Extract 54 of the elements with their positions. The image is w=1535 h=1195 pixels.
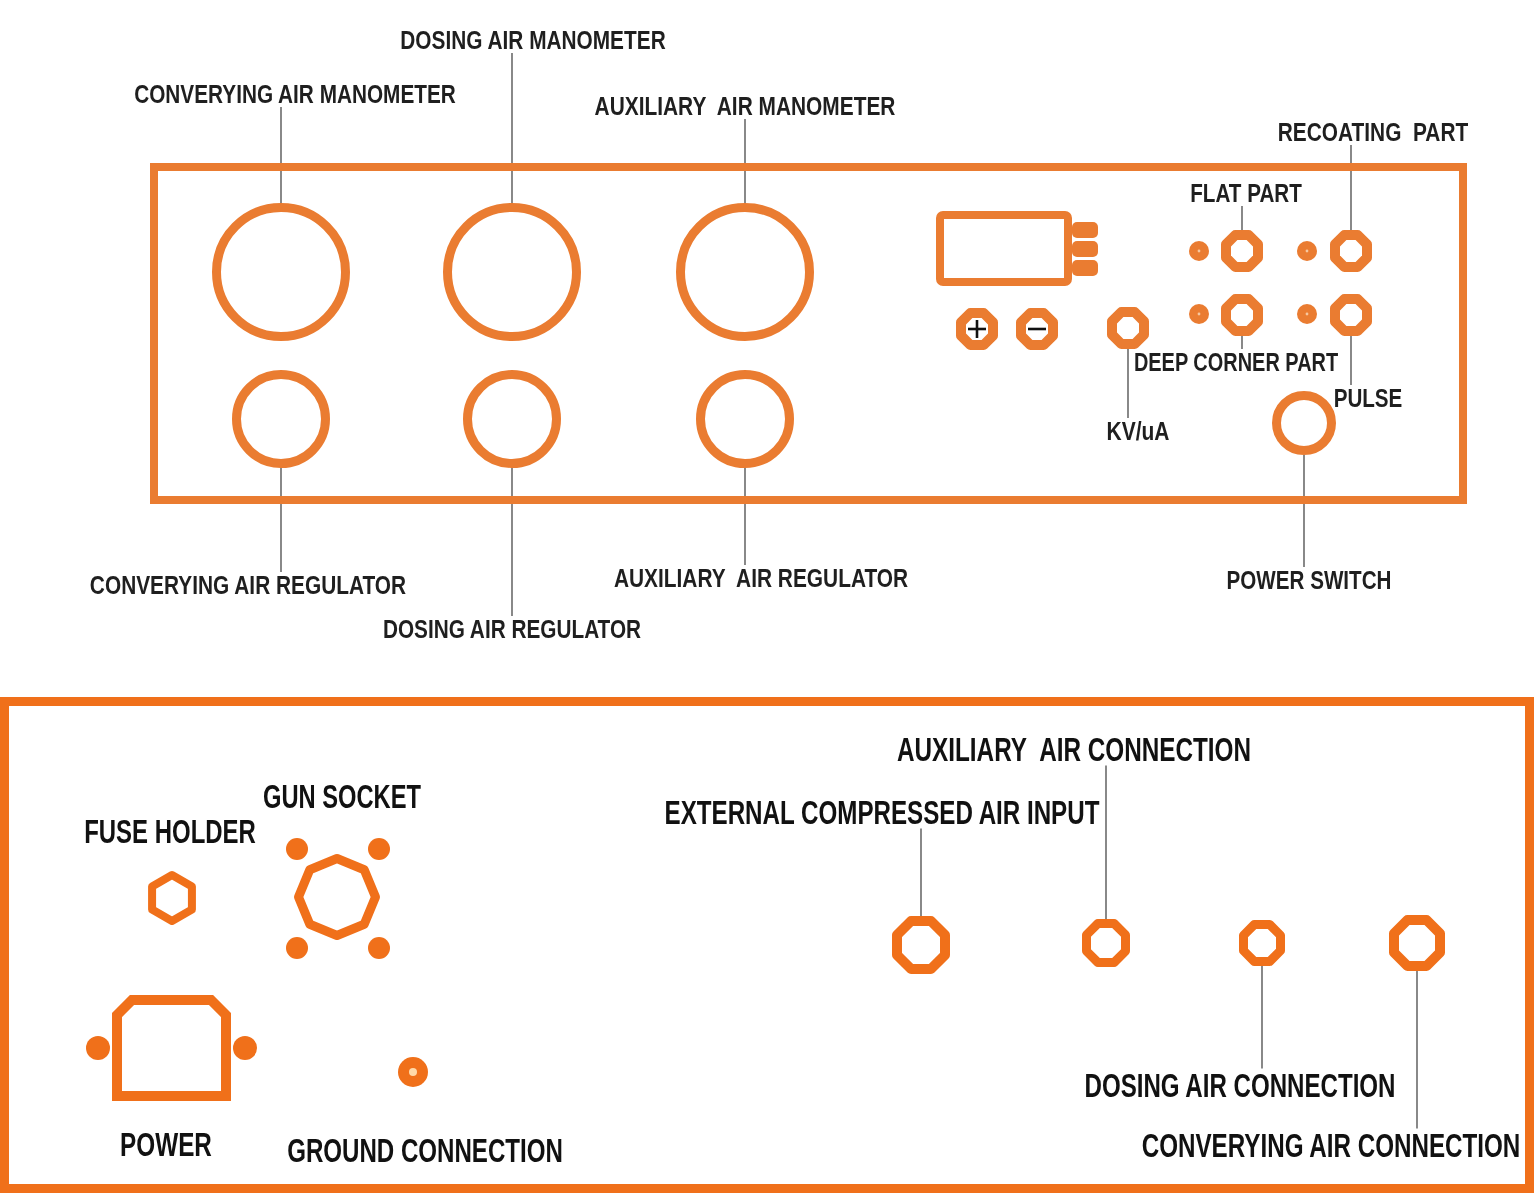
power-switch [1272,391,1336,455]
leader-line [744,118,746,204]
part-label: EXTERNAL COMPRESSED AIR INPUT [664,795,1100,829]
part-label: AUXILIARY AIR MANOMETER [594,93,896,119]
part-label: GUN SOCKET [263,779,421,813]
part-label: GROUND CONNECTION [287,1133,563,1167]
part-label: POWER [120,1127,212,1161]
regulator-knob [463,370,561,468]
air-fitting [1082,919,1130,967]
leader-line [280,106,282,204]
air-fitting [1239,920,1285,966]
leader-line [1241,205,1243,231]
part-label: FUSE HOLDER [84,814,256,848]
leader-line [744,467,746,566]
panel-outline [150,163,1467,504]
leader-line [1416,970,1418,1130]
part-label: DOSING AIR CONNECTION [1084,1068,1396,1102]
leader-line [511,52,513,204]
selector-knob [1107,307,1149,349]
part-label: POWER SWITCH [1226,567,1392,593]
part-label: DEEP CORNER PART [1133,349,1339,375]
panel-outline [0,697,1534,1193]
part-label: AUXILIARY AIR CONNECTION [897,732,1251,766]
regulator-knob [232,370,330,468]
air-fitting [892,916,950,974]
leader-line [1127,348,1129,419]
leader-line [280,467,282,573]
part-label: AUXILIARY AIR REGULATOR [613,565,909,591]
selector-knob [1330,230,1372,272]
part-label: DOSING AIR REGULATOR [382,616,642,642]
part-label: DOSING AIR MANOMETER [400,27,666,53]
leader-line [920,827,922,917]
gauge-dial [212,203,350,341]
leader-line [511,467,513,617]
part-label: CONVERYING AIR REGULATOR [89,572,407,598]
leader-line [1241,335,1243,350]
leader-line [1350,144,1352,231]
part-label: FLAT PART [1190,180,1302,206]
gauge-dial [443,203,581,341]
selector-knob [1330,294,1372,336]
part-label: CONVERYING AIR MANOMETER [134,81,456,107]
part-label: PULSE [1333,385,1403,411]
leader-line [1303,454,1305,568]
part-label: CONVERYING AIR CONNECTION [1141,1128,1521,1162]
leader-line [1350,335,1352,386]
part-label: KV/uA [1106,418,1170,444]
leader-line [1105,764,1107,920]
part-label: RECOATING PART [1277,119,1469,145]
gauge-dial [676,203,814,341]
regulator-knob [696,370,794,468]
selector-knob [1221,230,1263,272]
selector-knob [1221,294,1263,336]
air-fitting [1389,915,1445,971]
leader-line [1261,965,1263,1070]
